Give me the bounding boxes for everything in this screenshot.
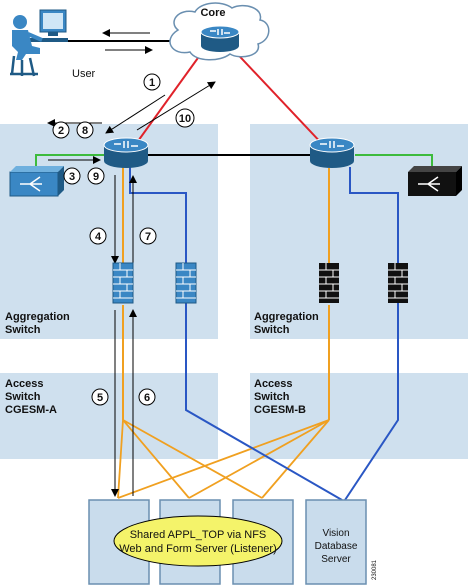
step-1-marker: 1 <box>143 73 161 91</box>
agg-router-left-icon <box>103 137 149 168</box>
step-3-marker: 3 <box>63 167 81 185</box>
core-agg-left-link <box>132 43 209 149</box>
firewall-right-a-icon <box>319 263 339 303</box>
shared-appl-top-ellipse <box>113 515 283 567</box>
agg-panel-right <box>250 124 468 339</box>
step-2-marker: 2 <box>52 121 70 139</box>
vision-db-line1: Vision <box>322 528 349 539</box>
agg-right-label-line2: Switch <box>254 324 290 336</box>
orange-mesh <box>117 419 330 499</box>
access-left-label-line3: CGESM-A <box>5 404 57 416</box>
step-5-marker: 5 <box>91 388 109 406</box>
step-9-marker: 9 <box>87 167 105 185</box>
access-right-label-line3: CGESM-B <box>254 404 306 416</box>
firewall-left-b-icon <box>175 262 197 304</box>
access-left-label-line1: Access <box>5 378 44 390</box>
vision-db-server <box>305 499 367 585</box>
access-panel-left <box>0 373 218 459</box>
firewall-right-b-icon <box>388 263 408 303</box>
step-3-label: 3 <box>69 171 75 183</box>
access-right-label-line2: Switch <box>254 391 290 403</box>
step-2-label: 2 <box>58 125 64 137</box>
step-1-label: 1 <box>149 77 155 89</box>
blue-link-left <box>129 167 343 501</box>
blue-link-right <box>344 167 399 501</box>
access-right-label-line1: Access <box>254 378 293 390</box>
vision-db-line3: Server <box>321 554 351 565</box>
figure-id: 230081 <box>372 559 378 580</box>
agg-left-label-line2: Switch <box>5 324 41 336</box>
agg-right-label-line1: Aggregation <box>254 311 319 323</box>
core-router-icon <box>200 25 240 52</box>
step-6-label: 6 <box>144 392 150 404</box>
arrow-step-1 <box>105 94 166 134</box>
step-6-marker: 6 <box>138 388 156 406</box>
core-agg-right-link <box>227 43 327 149</box>
step-5-label: 5 <box>97 392 103 404</box>
load-balancer-right-icon <box>408 166 462 196</box>
step-8-marker: 8 <box>76 121 94 139</box>
user-label: User <box>72 68 96 80</box>
agg-router-right-icon <box>309 137 355 168</box>
access-left-label-line2: Switch <box>5 391 41 403</box>
step-10-marker: 10 <box>175 108 195 128</box>
agg-left-label-line1: Aggregation <box>5 311 70 323</box>
arrow-step-10 <box>136 81 216 131</box>
core-label: Core <box>200 7 225 19</box>
vision-db-line2: Database <box>315 541 358 552</box>
step-7-label: 7 <box>145 231 151 243</box>
step-7-marker: 7 <box>139 227 157 245</box>
step-10-label: 10 <box>179 113 191 125</box>
step-4-label: 4 <box>95 231 102 243</box>
step-9-label: 9 <box>93 171 99 183</box>
step-8-label: 8 <box>82 125 88 137</box>
shared-appl-line2: Web and Form Server (Listener) <box>119 543 277 555</box>
step-4-marker: 4 <box>89 227 107 245</box>
user-workstation-icon <box>10 9 68 77</box>
shared-appl-line1: Shared APPL_TOP via NFS <box>130 529 267 541</box>
firewall-left-a-icon <box>112 262 134 304</box>
load-balancer-left-icon <box>9 166 64 197</box>
